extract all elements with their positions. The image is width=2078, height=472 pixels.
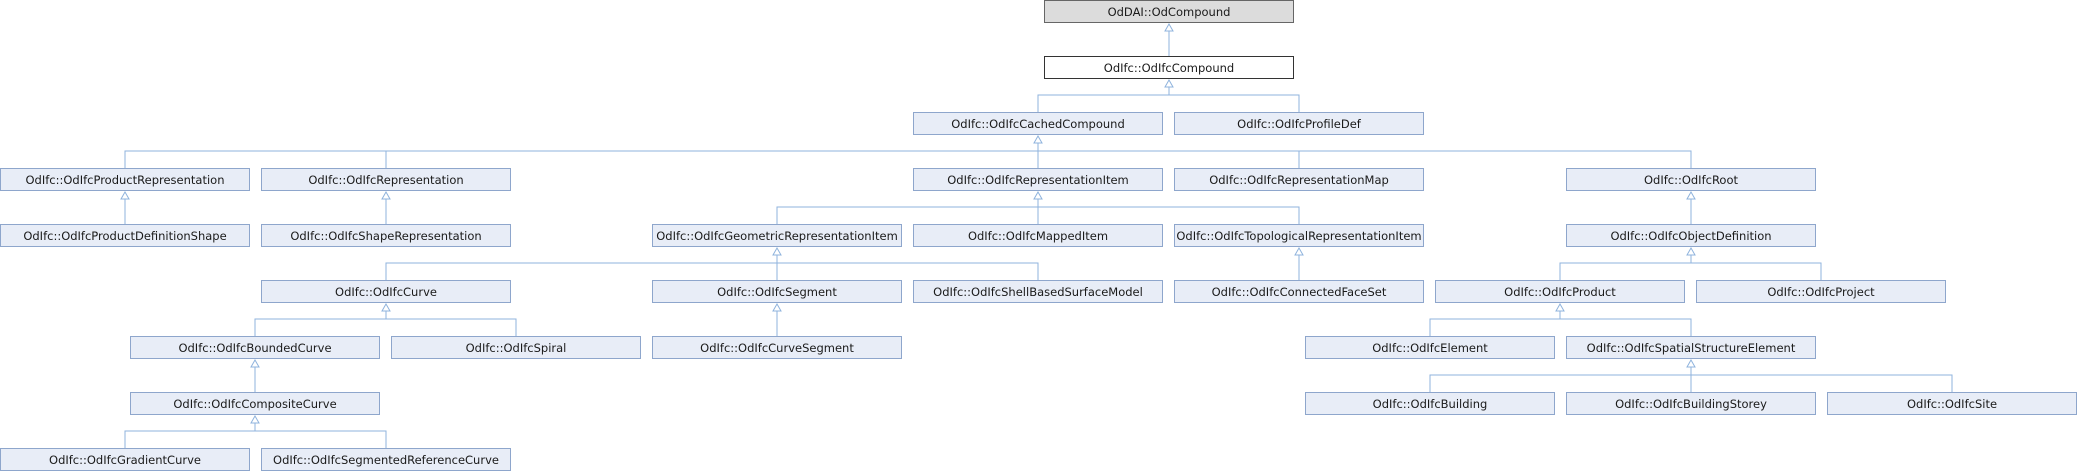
arrowhead-spatialstructureelement [1686, 358, 1696, 368]
arrowhead-product [1555, 302, 1565, 312]
arrowhead-curve [381, 302, 391, 312]
node-odifcsegmentedreferencecurve[interactable]: OdIfc::OdIfcSegmentedReferenceCurve [261, 448, 511, 471]
arrowhead-productrepresentation [120, 190, 130, 200]
arrowhead-odcompound [1164, 22, 1174, 32]
node-odifcproductrepresentation[interactable]: OdIfc::OdIfcProductRepresentation [0, 168, 250, 191]
node-odifccachedcompound[interactable]: OdIfc::OdIfcCachedCompound [913, 112, 1163, 135]
arrowhead-segment [772, 302, 782, 312]
arrowhead-geometricrepresentationitem [772, 246, 782, 256]
node-odifctopologicalrepresentationitem[interactable]: OdIfc::OdIfcTopologicalRepresentationIte… [1174, 224, 1424, 247]
node-odifcsegment[interactable]: OdIfc::OdIfcSegment [652, 280, 902, 303]
node-odifccompositecurve[interactable]: OdIfc::OdIfcCompositeCurve [130, 392, 380, 415]
node-odifcconnectedfaceset[interactable]: OdIfc::OdIfcConnectedFaceSet [1174, 280, 1424, 303]
arrowhead-ifccompound [1164, 78, 1174, 88]
arrowhead-cachedcompound [1033, 134, 1043, 144]
arrowhead-topologicalrepresentationitem [1294, 246, 1304, 256]
node-odifcproject[interactable]: OdIfc::OdIfcProject [1696, 280, 1946, 303]
node-odifcshellbasedsurfacemodel[interactable]: OdIfc::OdIfcShellBasedSurfaceModel [913, 280, 1163, 303]
node-odifcrepresentationmap[interactable]: OdIfc::OdIfcRepresentationMap [1174, 168, 1424, 191]
edge-objectdefinition [1559, 252, 1822, 280]
node-odifcproductdefinitionshape[interactable]: OdIfc::OdIfcProductDefinitionShape [0, 224, 250, 247]
node-odifcsite[interactable]: OdIfc::OdIfcSite [1827, 392, 2077, 415]
arrowhead-compositecurve [250, 414, 260, 424]
node-odifcproduct[interactable]: OdIfc::OdIfcProduct [1435, 280, 1685, 303]
node-odifcelement[interactable]: OdIfc::OdIfcElement [1305, 336, 1555, 359]
node-odifcprofiledef[interactable]: OdIfc::OdIfcProfileDef [1174, 112, 1424, 135]
edge-cachedcompound [124, 140, 1692, 168]
node-odifcrepresentation[interactable]: OdIfc::OdIfcRepresentation [261, 168, 511, 191]
node-odifcbuilding[interactable]: OdIfc::OdIfcBuilding [1305, 392, 1555, 415]
arrowhead-objectdefinition [1686, 246, 1696, 256]
edge-product [1429, 308, 1692, 336]
node-odifcspatialstructureelement[interactable]: OdIfc::OdIfcSpatialStructureElement [1566, 336, 1816, 359]
node-odifccompound[interactable]: OdIfc::OdIfcCompound [1044, 56, 1294, 79]
arrowhead-root [1686, 190, 1696, 200]
edge-curve [254, 308, 517, 336]
edge-geometricrepresentationitem [385, 252, 1039, 280]
edge-representationitem [776, 196, 1300, 224]
node-odifcspiral[interactable]: OdIfc::OdIfcSpiral [391, 336, 641, 359]
node-odifcobjectdefinition[interactable]: OdIfc::OdIfcObjectDefinition [1566, 224, 1816, 247]
node-odifcgradientcurve[interactable]: OdIfc::OdIfcGradientCurve [0, 448, 250, 471]
arrowhead-boundedcurve [250, 358, 260, 368]
edge-spatialstructureelement [1429, 364, 1953, 392]
node-odifcboundedcurve[interactable]: OdIfc::OdIfcBoundedCurve [130, 336, 380, 359]
node-odifccurvesegment[interactable]: OdIfc::OdIfcCurveSegment [652, 336, 902, 359]
arrowhead-representationitem [1033, 190, 1043, 200]
node-odifcroot[interactable]: OdIfc::OdIfcRoot [1566, 168, 1816, 191]
node-odifcrepresentationitem[interactable]: OdIfc::OdIfcRepresentationItem [913, 168, 1163, 191]
node-odifcmappeditem[interactable]: OdIfc::OdIfcMappedItem [913, 224, 1163, 247]
node-odifccurve[interactable]: OdIfc::OdIfcCurve [261, 280, 511, 303]
node-odifcbuildingstorey[interactable]: OdIfc::OdIfcBuildingStorey [1566, 392, 1816, 415]
node-odifcgeometricrepresentationitem[interactable]: OdIfc::OdIfcGeometricRepresentationItem [652, 224, 902, 247]
arrowhead-representation [381, 190, 391, 200]
node-odifcshaperepresentation[interactable]: OdIfc::OdIfcShapeRepresentation [261, 224, 511, 247]
edge-compositecurve [124, 420, 387, 448]
node-oddai-odcompound[interactable]: OdDAI::OdCompound [1044, 0, 1294, 23]
edge-ifccompound [1037, 84, 1300, 112]
